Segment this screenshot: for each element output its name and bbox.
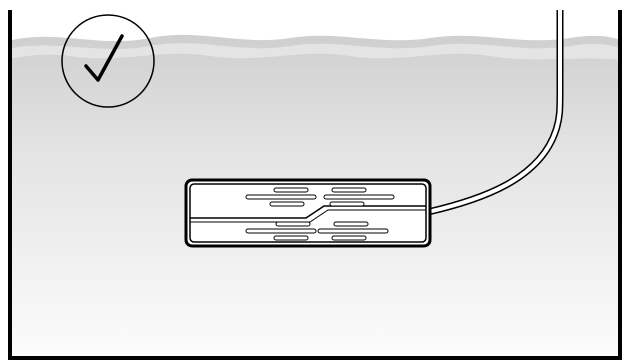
power-cord-inner xyxy=(427,10,562,214)
container-outline xyxy=(8,10,622,360)
checkmark-icon xyxy=(61,14,155,108)
submerged-heater-icon xyxy=(184,178,432,248)
water-wave-highlight xyxy=(12,43,620,60)
